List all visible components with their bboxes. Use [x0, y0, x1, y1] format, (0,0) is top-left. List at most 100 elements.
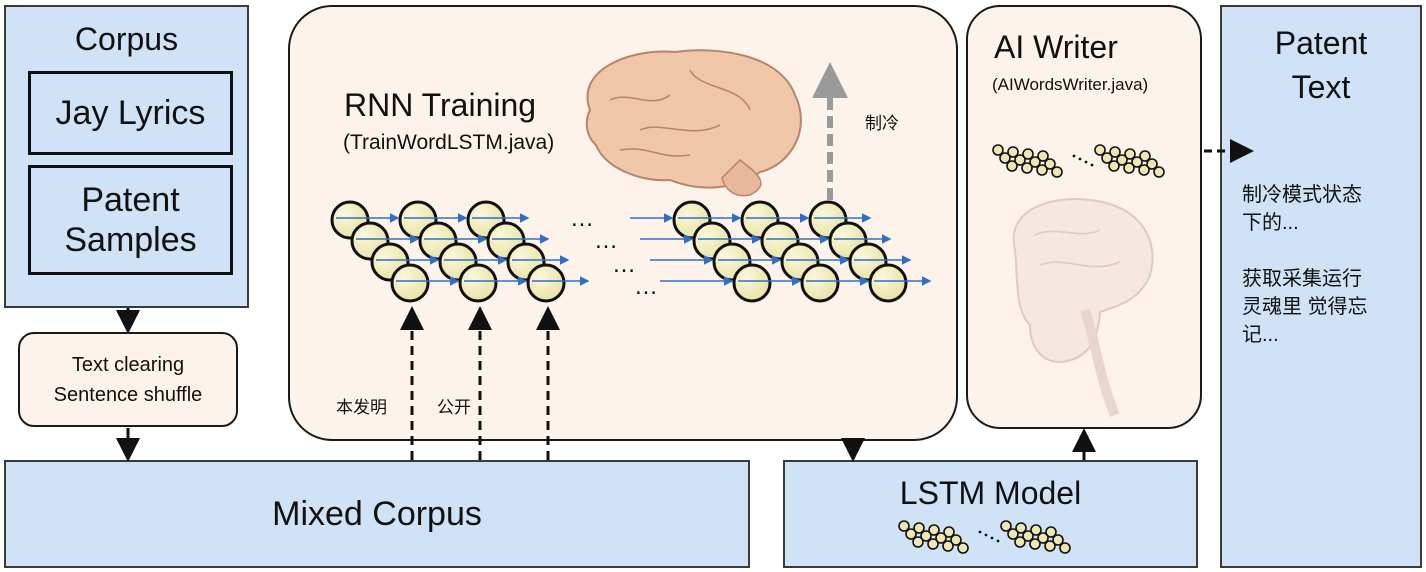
- mini-neuron: [1116, 154, 1128, 166]
- corpus-box: Corpus Jay Lyrics Patent Samples: [4, 5, 249, 308]
- mini-neuron: [1007, 146, 1019, 158]
- mini-neuron: [1036, 164, 1048, 176]
- sample-2-line-1: 获取采集运行: [1242, 268, 1362, 290]
- rnn-title: RNN Training: [344, 87, 537, 123]
- mini-dot: [1090, 163, 1094, 167]
- mini-neuron: [913, 522, 925, 534]
- jay-lyrics-box: Jay Lyrics: [28, 71, 233, 155]
- mini-neuron: [1101, 152, 1113, 164]
- mini-neuron: [1153, 166, 1165, 178]
- skull-brain-icon: [1012, 198, 1154, 417]
- input-label-1: 本发明: [336, 398, 387, 417]
- patent-samples-label-line1: Patent: [81, 181, 180, 219]
- sample-2-line-2: 灵魂里 觉得忘: [1242, 296, 1368, 318]
- neuron-node: [526, 263, 566, 303]
- mini-dot: [1078, 157, 1082, 161]
- mini-neuron: [1052, 534, 1064, 546]
- generated-sample-2: 获取采集运行 灵魂里 觉得忘 记...: [1242, 265, 1368, 349]
- ai-writer-subtitle: (AIWordsWriter.java): [992, 75, 1149, 94]
- mini-neuron: [1000, 520, 1012, 532]
- neuron-node: [800, 263, 840, 303]
- mini-neuron: [1094, 144, 1106, 156]
- patent-text-title-line2: Text: [1291, 69, 1351, 105]
- mini-neuron: [1006, 160, 1018, 172]
- mini-dot: [978, 530, 982, 534]
- sample-1-line-1: 制冷模式状态: [1242, 184, 1362, 206]
- ai-writer-network-icon: [992, 144, 1165, 178]
- ellipsis-3: …: [612, 251, 636, 278]
- mini-neuron: [928, 524, 940, 536]
- mini-neuron: [1015, 522, 1027, 534]
- brain-icon: [585, 49, 802, 197]
- sample-2-line-3: 记...: [1242, 324, 1279, 346]
- text-clearing-label: Text clearing: [71, 353, 185, 376]
- mini-neuron: [1037, 150, 1049, 162]
- mini-neuron: [927, 538, 939, 550]
- ellipsis-4: …: [634, 273, 658, 300]
- mini-neuron: [999, 152, 1011, 164]
- mini-neuron: [912, 536, 924, 548]
- mini-neuron: [1045, 526, 1057, 538]
- patent-text-box: Patent Text 制冷模式状态 下的... 获取采集运行 灵魂里 觉得忘 …: [1220, 5, 1422, 568]
- mini-neuron: [1059, 542, 1071, 554]
- ellipsis-1: …: [570, 205, 594, 232]
- ellipsis-2: …: [594, 227, 618, 254]
- mini-dot: [1084, 160, 1088, 164]
- neuron-node: [868, 263, 908, 303]
- mini-neuron: [950, 534, 962, 546]
- mini-neuron: [1051, 166, 1063, 178]
- mini-neuron: [1146, 158, 1158, 170]
- mini-neuron: [942, 540, 954, 552]
- mini-neuron: [957, 542, 969, 554]
- mini-neuron: [1022, 148, 1034, 160]
- sentence-shuffle-label: Sentence shuffle: [53, 383, 203, 406]
- mini-neuron: [920, 530, 932, 542]
- sample-1-line-2: 下的...: [1242, 212, 1299, 234]
- mixed-corpus-box: Mixed Corpus: [4, 460, 750, 568]
- output-char-label: 制冷: [865, 114, 899, 133]
- mini-neuron: [1108, 160, 1120, 172]
- lstm-model-network-icon: [898, 520, 1071, 554]
- ai-writer-title: AI Writer: [994, 29, 1118, 65]
- patent-text-title: Patent Text: [1222, 21, 1420, 109]
- lstm-model-label: LSTM Model: [899, 474, 1082, 511]
- mini-neuron: [1022, 530, 1034, 542]
- mini-neuron: [1138, 164, 1150, 176]
- mini-neuron: [1007, 528, 1019, 540]
- patent-text-title-line1: Patent: [1274, 25, 1368, 61]
- mini-dot: [1072, 154, 1076, 158]
- mini-neuron: [935, 532, 947, 544]
- mini-neuron: [905, 528, 917, 540]
- rnn-neuron-grid: [330, 200, 932, 303]
- mini-neuron: [1131, 156, 1143, 168]
- mini-neuron: [1014, 154, 1026, 166]
- mini-neuron: [1123, 162, 1135, 174]
- mixed-corpus-label: Mixed Corpus: [272, 494, 482, 533]
- neuron-node: [390, 263, 430, 303]
- mini-neuron: [992, 144, 1004, 156]
- mini-neuron: [1030, 524, 1042, 536]
- input-label-2: 公开: [437, 398, 471, 417]
- neuron-node: [732, 263, 772, 303]
- mini-dot: [996, 539, 1000, 543]
- mini-neuron: [943, 526, 955, 538]
- mini-neuron: [898, 520, 910, 532]
- mini-dot: [984, 533, 988, 537]
- neuron-node: [458, 263, 498, 303]
- mini-neuron: [1029, 538, 1041, 550]
- jay-lyrics-label: Jay Lyrics: [55, 93, 206, 132]
- mini-neuron: [1124, 148, 1136, 160]
- rnn-subtitle: (TrainWordLSTM.java): [343, 131, 555, 154]
- mini-neuron: [1044, 540, 1056, 552]
- mini-neuron: [1029, 156, 1041, 168]
- patent-samples-label-line2: Samples: [64, 221, 197, 259]
- mini-neuron: [1044, 158, 1056, 170]
- mini-neuron: [1037, 532, 1049, 544]
- patent-samples-box: Patent Samples: [28, 165, 233, 275]
- mini-neuron: [1109, 146, 1121, 158]
- mini-dot: [990, 536, 994, 540]
- corpus-title: Corpus: [74, 20, 179, 57]
- mini-neuron: [1014, 536, 1026, 548]
- mini-neuron: [1021, 162, 1033, 174]
